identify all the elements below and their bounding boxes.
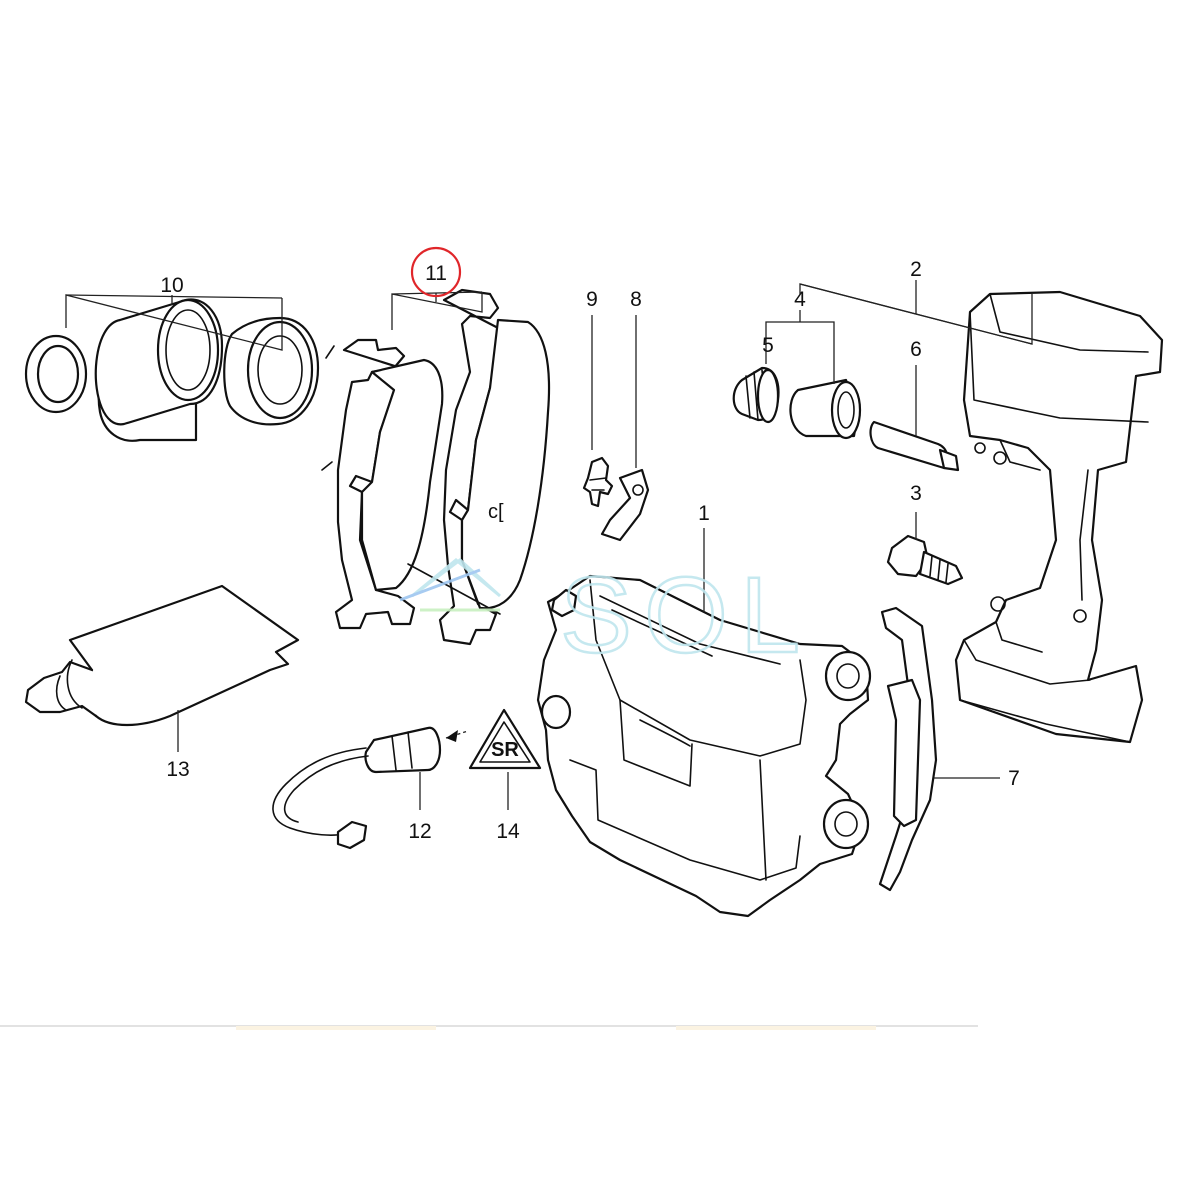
callout-4: 4: [794, 288, 806, 311]
part-4-guide-sleeve: [789, 378, 862, 440]
bottom-accent-left: [236, 1026, 436, 1030]
callout-5: 5: [762, 334, 774, 357]
callout-8: 8: [630, 288, 642, 311]
part-11-brake-pad-rear: c[: [407, 288, 551, 646]
part-13-grease-tube: 13: [24, 584, 300, 781]
svg-text:10: 10: [160, 274, 183, 297]
warning-label-text: SR: [491, 739, 519, 761]
part-10-piston: [94, 298, 224, 442]
callout-7: 7: [1008, 767, 1020, 790]
part-5-guide-bush: [732, 366, 780, 424]
part-10-dust-boot: [223, 316, 335, 471]
part-7-anti-rattle-spring: 7: [878, 606, 1020, 892]
part-12-wear-sensor: 12: [272, 726, 442, 850]
watermark-text: SOL: [560, 554, 812, 675]
part-14-warning-label: SR 14: [468, 708, 542, 843]
bottom-accent-right: [676, 1026, 876, 1030]
callout-1: 1: [698, 502, 710, 525]
part-1-caliper-housing: 1: [536, 502, 872, 918]
part-9-bleeder-screw: 9: [582, 288, 614, 508]
part-10-seal-ring: [24, 334, 88, 414]
callout-11: 11: [391, 246, 483, 330]
callout-13: 13: [166, 758, 189, 781]
part-6-guide-pin: [869, 420, 960, 472]
callout-12: 12: [408, 820, 431, 843]
callout-6: 6: [910, 338, 922, 361]
callout-14: 14: [496, 820, 520, 843]
callout-11-highlight-ring: [410, 246, 462, 298]
svg-text:11: 11: [425, 262, 447, 285]
pad-mark-text: c[: [488, 501, 504, 523]
callout-2: 2: [910, 258, 922, 281]
callout-4-5-6: 4 5 6: [762, 288, 922, 436]
part-2-caliper-carrier: 2: [799, 258, 1164, 744]
part-8-bracket-clip: 8: [600, 288, 650, 542]
callout-3: 3: [910, 482, 922, 505]
callout-10: 10: [65, 274, 283, 351]
watermark: SOL: [399, 553, 812, 676]
sensor-pointer-arrow: [445, 730, 469, 742]
part-11-brake-pad-front: [334, 338, 444, 630]
callout-9: 9: [586, 288, 598, 311]
part-3-mounting-bolt: 3: [886, 482, 964, 586]
